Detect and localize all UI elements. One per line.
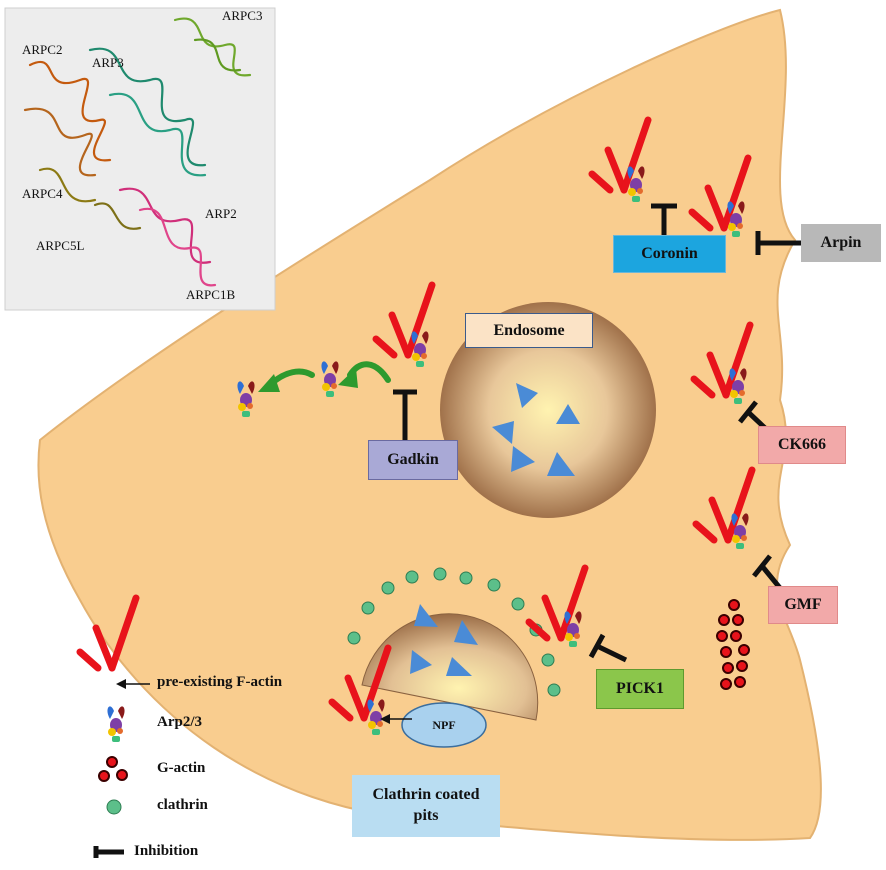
npf-shape <box>401 702 487 748</box>
legend-inhibition: Inhibition <box>134 843 199 859</box>
g-actin-cluster <box>716 599 750 690</box>
legend-f-actin: pre-existing F-actin <box>157 674 283 690</box>
label-arpc4: ARPC4 <box>22 186 63 201</box>
label-arp3: ARP3 <box>92 55 124 70</box>
ck666-label: CK666 <box>758 426 846 464</box>
label-arpc3: ARPC3 <box>222 8 263 23</box>
release-arrowheads <box>258 368 358 392</box>
legend-arp23: Arp2/3 <box>157 714 202 730</box>
coronin-label: Coronin <box>613 235 726 273</box>
endosome-cargo <box>492 383 580 476</box>
label-arpc1b: ARPC1B <box>186 287 236 302</box>
gmf-label: GMF <box>768 586 838 624</box>
legend-clathrin: clathrin <box>157 797 208 813</box>
label-arp2: ARP2 <box>205 206 237 221</box>
pit-cargo <box>410 604 478 676</box>
endosome <box>440 302 656 518</box>
arpin-label: Arpin <box>801 224 881 262</box>
label-arpc2: ARPC2 <box>22 42 63 57</box>
gadkin-label: Gadkin <box>368 440 458 480</box>
endosome-label: Endosome <box>465 313 593 348</box>
npf-label: NPF <box>432 717 456 732</box>
pick1-label: PICK1 <box>596 669 684 709</box>
inhibition-symbols <box>393 203 801 663</box>
arp23-structure-inset <box>4 7 276 311</box>
cell-body <box>37 8 822 841</box>
label-arpc5l: ARPC5L <box>36 238 85 253</box>
legend-g-actin: G-actin <box>157 760 206 776</box>
clathrin-coated-pits-label: Clathrin coated pits <box>352 775 500 837</box>
legend-symbols <box>80 598 150 858</box>
